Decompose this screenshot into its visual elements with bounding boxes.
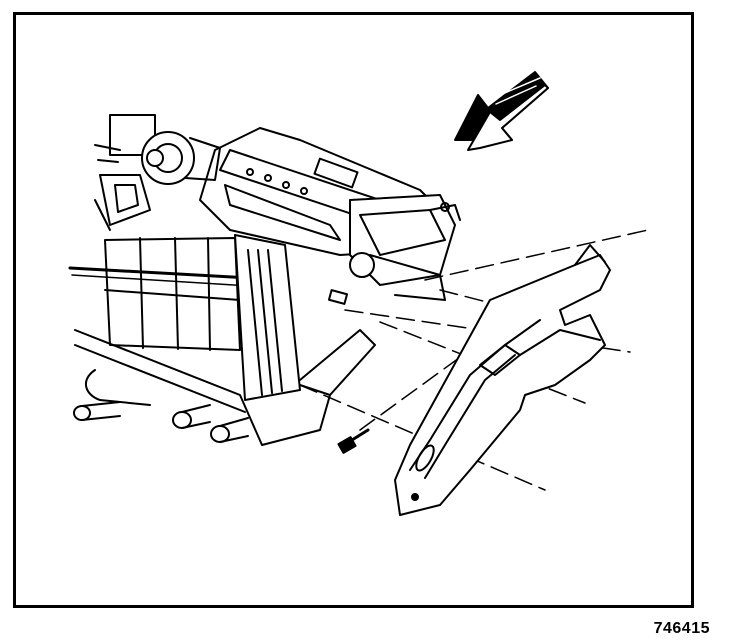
direction-arrow-icon [454,71,549,151]
mounting-bracket [394,244,611,516]
actuator-motor [94,114,221,185]
figure-number: 746415 [653,620,710,637]
heater-core-tubes [73,401,249,443]
heater-core [68,234,301,401]
fastener-bolt-icon [337,428,370,454]
hvac-module-assembly [68,114,461,446]
